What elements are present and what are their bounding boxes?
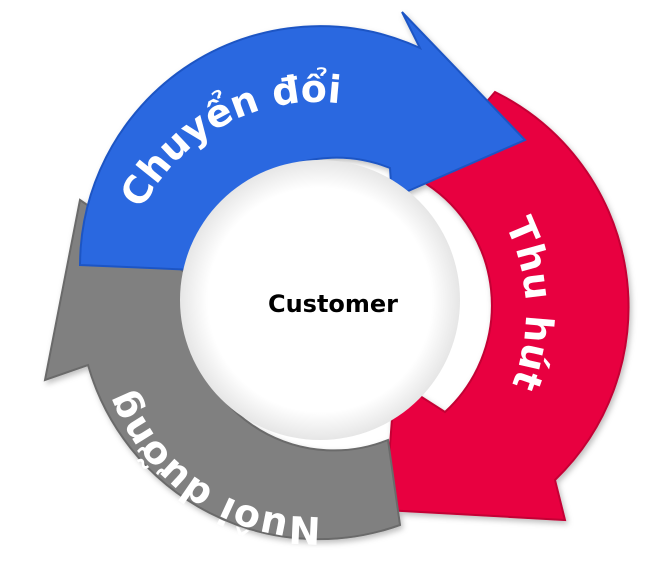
center-hole bbox=[180, 160, 460, 440]
arrow-thu-hut bbox=[383, 90, 630, 522]
arrow-nuoi-duong bbox=[43, 198, 402, 541]
center-label: Customer bbox=[268, 290, 398, 318]
